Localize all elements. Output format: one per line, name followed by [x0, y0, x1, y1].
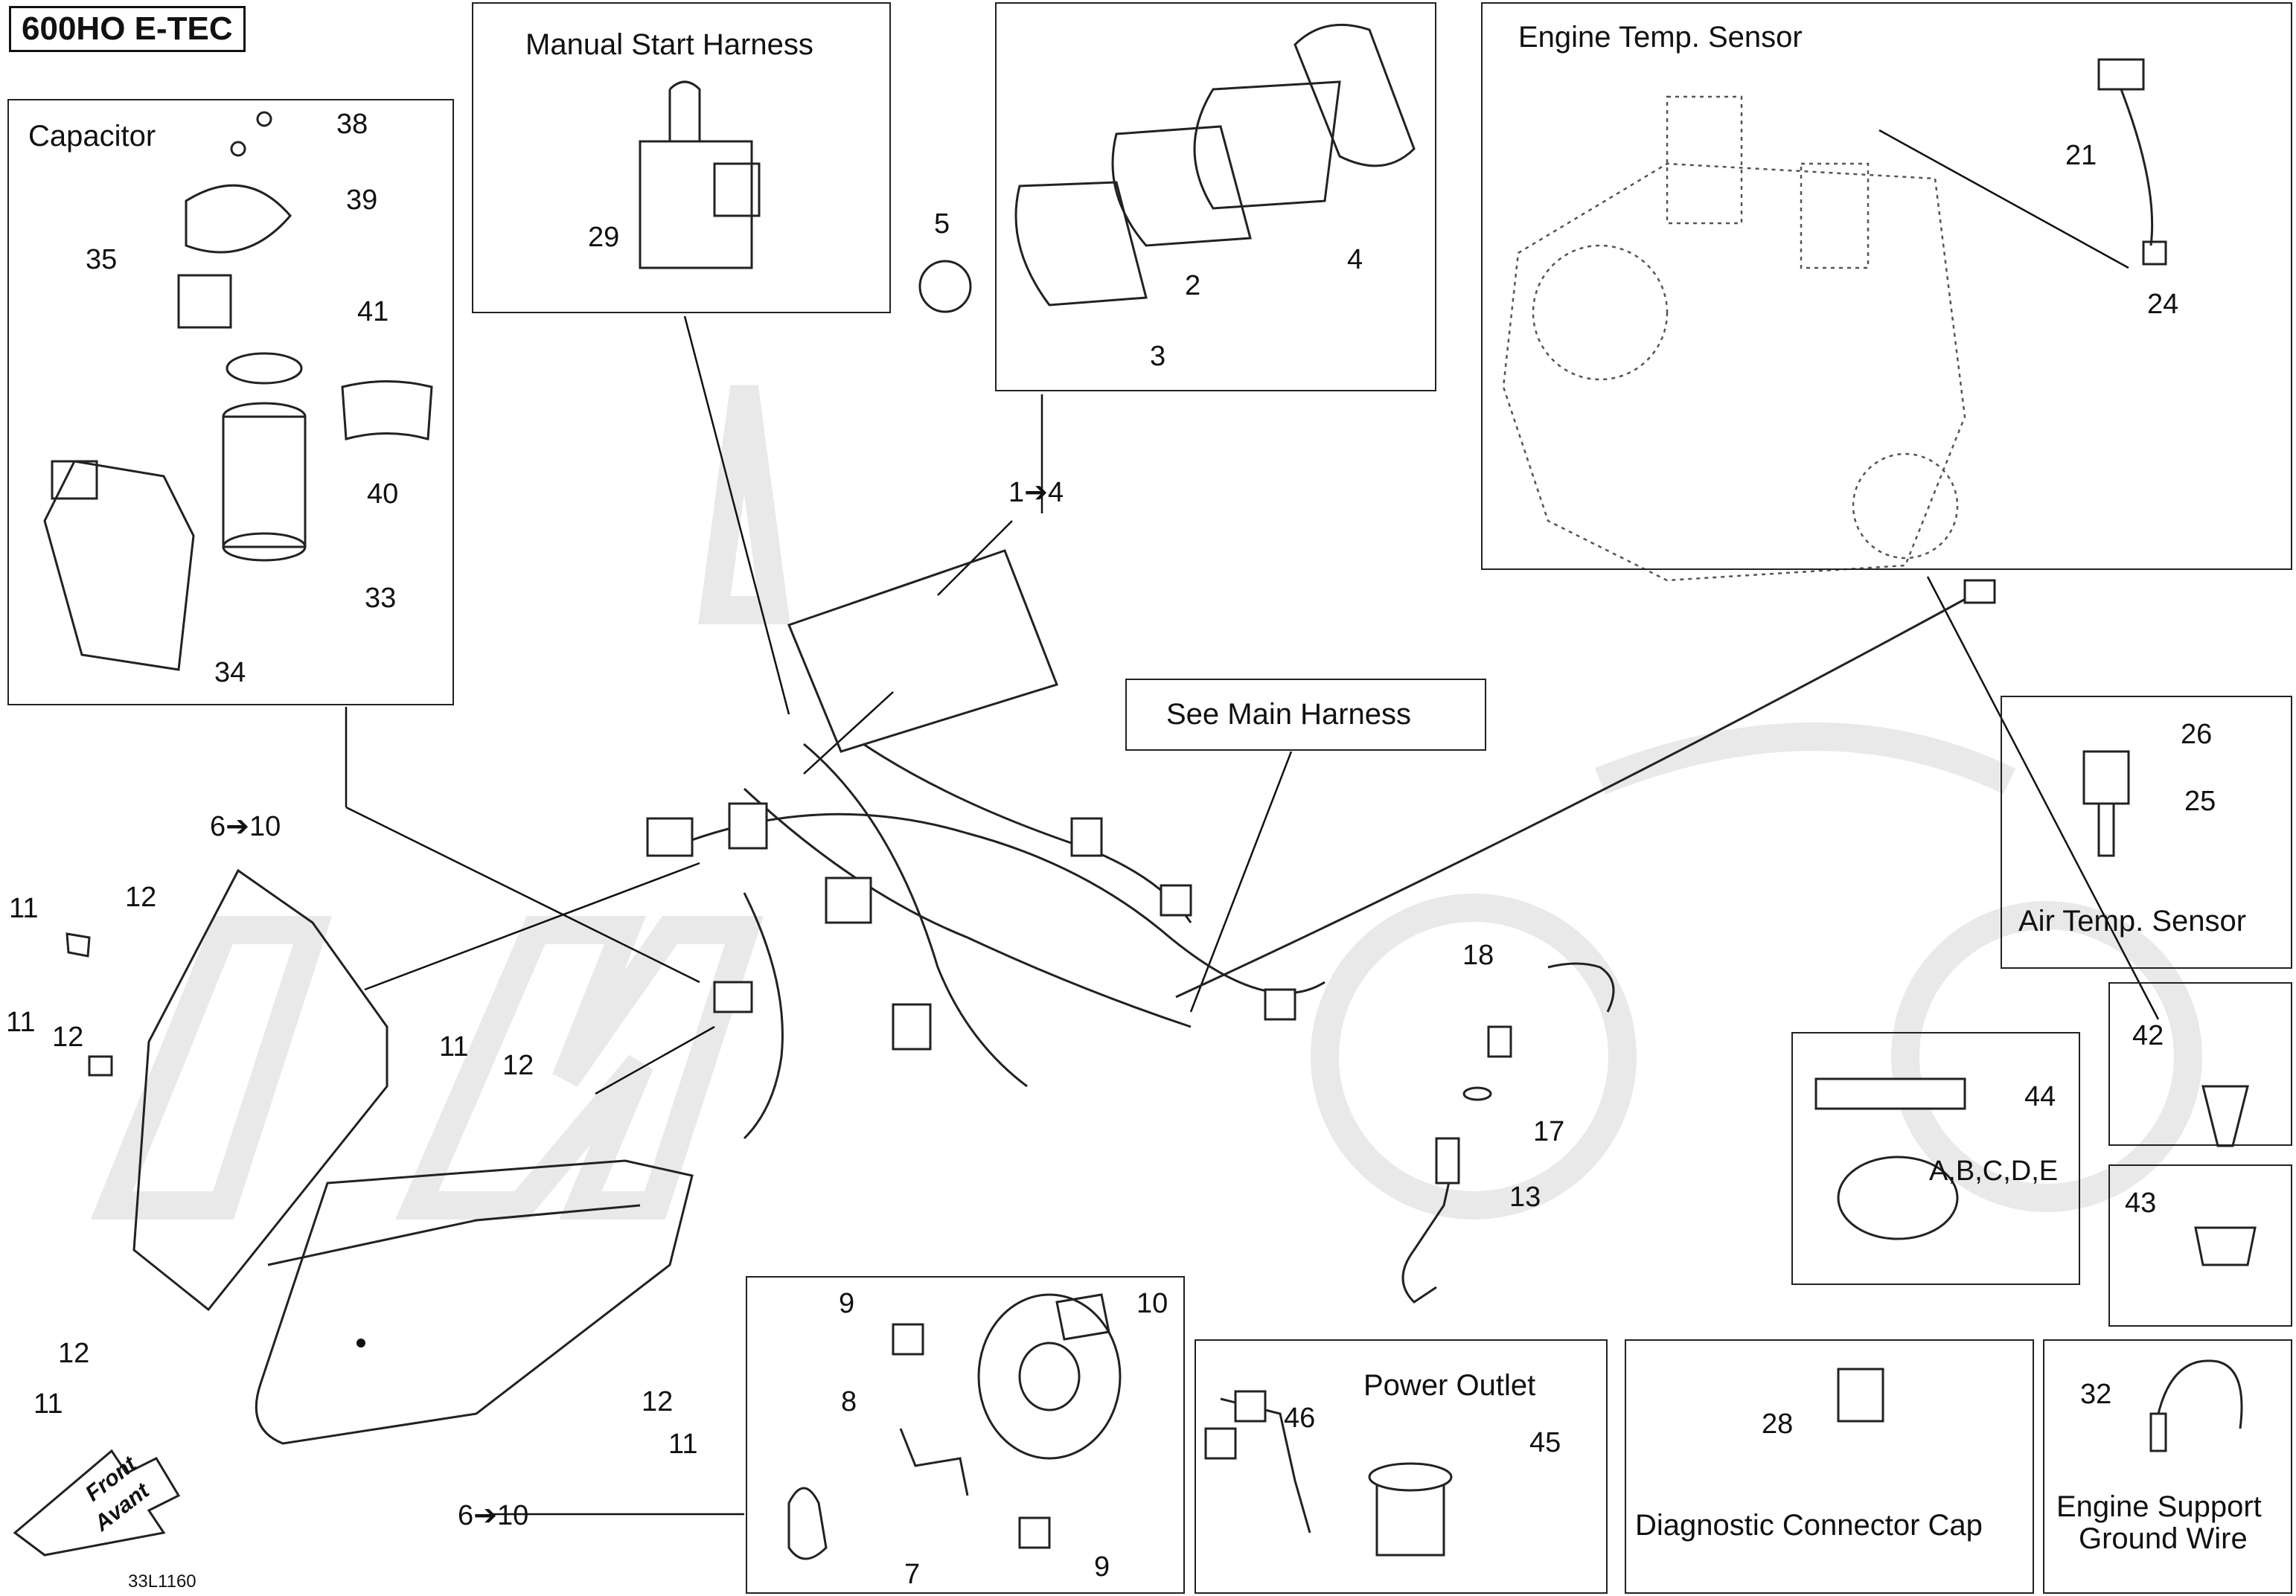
bulb-panel	[746, 1276, 1185, 1594]
callout-1-to-4: 1➔4	[1008, 477, 1064, 508]
air-temp-panel	[2001, 696, 2292, 969]
capacitor-title: Capacitor	[28, 120, 156, 153]
model-label: 600HO E-TEC	[9, 6, 246, 52]
callout-17: 17	[1533, 1116, 1565, 1147]
callout-9-a: 9	[839, 1288, 855, 1319]
callout-26: 26	[2181, 719, 2213, 750]
tether-cord	[1401, 962, 1615, 1304]
power-outlet-panel	[1195, 1339, 1608, 1594]
callout-35: 35	[86, 244, 118, 275]
callout-18: 18	[1462, 940, 1494, 971]
callout-6-to-10-bottom: 6➔10	[458, 1500, 529, 1531]
callout-4: 4	[1347, 244, 1363, 275]
manual-start-connector	[639, 80, 761, 269]
capacitor-panel	[7, 99, 454, 705]
callout-32: 32	[2080, 1379, 2112, 1410]
ground-wire-panel	[2043, 1339, 2292, 1594]
callout-21: 21	[2065, 140, 2097, 171]
callout-3: 3	[1150, 341, 1166, 372]
callout-2: 2	[1185, 270, 1201, 301]
callout-40: 40	[367, 478, 399, 510]
engine-temp-panel	[1481, 2, 2292, 570]
callout-11-d: 11	[33, 1388, 63, 1420]
callout-11-e: 11	[668, 1429, 698, 1460]
callout-12-e: 12	[642, 1386, 674, 1417]
headlight-housing	[65, 868, 694, 1445]
gauge-panel	[995, 2, 1436, 391]
callout-28: 28	[1762, 1408, 1794, 1440]
manual-start-panel	[472, 2, 891, 313]
main-harness	[646, 579, 1996, 1140]
manual-start-title: Manual Start Harness	[525, 28, 813, 61]
callout-38: 38	[336, 109, 368, 140]
power-outlet-title: Power Outlet	[1363, 1369, 1536, 1402]
main-harness-panel	[1125, 679, 1486, 751]
ground-wire-title-line1: Engine Support	[2056, 1490, 2262, 1523]
callout-46: 46	[1284, 1403, 1316, 1434]
main-harness-title: See Main Harness	[1166, 698, 1412, 731]
callout-6-to-10-top: 6➔10	[210, 811, 281, 842]
part-43-panel	[2108, 1164, 2292, 1327]
callout-12-a: 12	[125, 882, 157, 913]
callout-42: 42	[2132, 1020, 2164, 1051]
callout-34: 34	[214, 657, 246, 688]
callout-12-c: 12	[502, 1050, 534, 1081]
callout-8: 8	[841, 1386, 857, 1417]
air-temp-title: Air Temp. Sensor	[2018, 905, 2247, 938]
callout-41: 41	[357, 296, 389, 327]
callout-9-b: 9	[1094, 1551, 1110, 1583]
callout-44: 44	[2024, 1081, 2056, 1112]
leader-lines	[345, 129, 2160, 1516]
callout-33: 33	[365, 583, 397, 614]
gauge-parts	[787, 23, 1416, 753]
capacitor-parts	[43, 111, 433, 671]
part-44-panel	[1791, 1032, 2080, 1285]
callout-25: 25	[2184, 786, 2216, 817]
callout-7: 7	[904, 1559, 921, 1590]
engine-temp-title: Engine Temp. Sensor	[1518, 21, 1803, 54]
bulb-panel-parts	[787, 1293, 1122, 1560]
callout-kits-abcde: A,B,C,D,E	[1929, 1156, 2059, 1187]
power-outlet-parts	[1204, 1390, 1453, 1557]
callout-12-b: 12	[52, 1022, 84, 1053]
callout-11-b: 11	[6, 1007, 36, 1038]
callout-45: 45	[1529, 1427, 1561, 1458]
callout-5: 5	[934, 208, 950, 240]
callout-11-c: 11	[439, 1031, 469, 1063]
callout-13: 13	[1509, 1182, 1541, 1213]
callout-12-d: 12	[58, 1338, 90, 1369]
engine-drawing	[1502, 58, 2167, 582]
callout-43: 43	[2125, 1188, 2157, 1219]
part-42-panel	[2108, 982, 2292, 1146]
diag-cap-panel	[1625, 1339, 2034, 1594]
callout-24: 24	[2147, 289, 2179, 320]
callout-10: 10	[1136, 1288, 1168, 1319]
callout-11-a: 11	[9, 893, 39, 924]
callout-29: 29	[588, 222, 620, 253]
ground-wire-title-line2: Ground Wire	[2079, 1522, 2248, 1555]
front-arrow-icon	[13, 1449, 181, 1557]
diag-cap-title: Diagnostic Connector Cap	[1635, 1509, 1983, 1542]
callout-39: 39	[346, 185, 378, 216]
misc-small-parts	[1814, 750, 2257, 1452]
drawing-code: 33L1160	[128, 1571, 196, 1592]
